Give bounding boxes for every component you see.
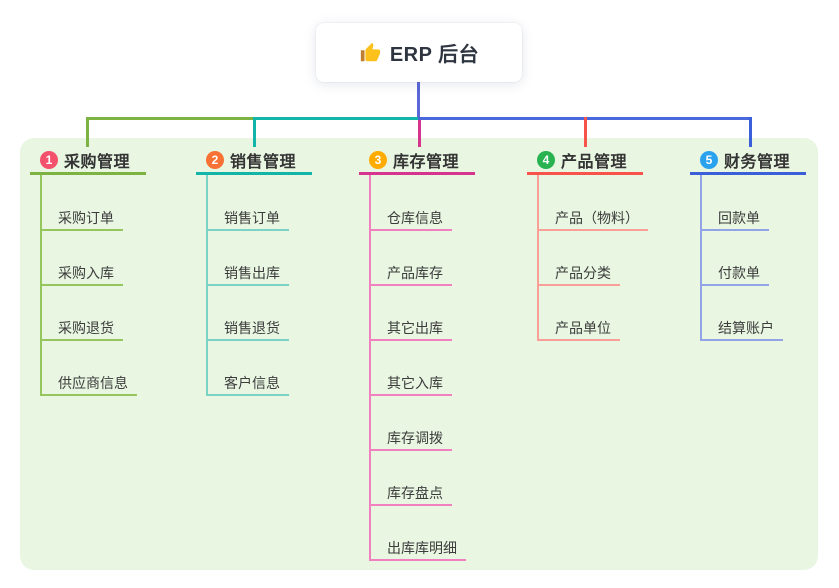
branch-2-child-node[interactable]: 销售订单 xyxy=(206,208,289,231)
branch-3-child-node[interactable]: 其它出库 xyxy=(369,318,452,341)
branch-1-child-node[interactable]: 采购订单 xyxy=(40,208,123,231)
branch-3-title-underline xyxy=(359,172,475,175)
branches-panel xyxy=(20,138,818,570)
branch-2-title[interactable]: 2 销售管理 xyxy=(206,150,297,171)
branch-3-child-node[interactable]: 库存盘点 xyxy=(369,483,452,506)
branch-4-title-underline xyxy=(527,172,643,175)
branch-3-child-node[interactable]: 其它入库 xyxy=(369,373,452,396)
branch-3-child-node[interactable]: 库存调拨 xyxy=(369,428,452,451)
trunk-segment-left xyxy=(86,117,253,120)
branch-4-child-node[interactable]: 产品单位 xyxy=(537,318,620,341)
branch-2-drop-connector xyxy=(253,117,256,147)
branch-1-child-node[interactable]: 采购入库 xyxy=(40,263,123,286)
branch-2-child-node[interactable]: 客户信息 xyxy=(206,373,289,396)
branch-1-title-underline xyxy=(30,172,146,175)
branch-4-title-label: 产品管理 xyxy=(561,154,628,171)
branch-4-children-connector xyxy=(537,175,539,341)
branch-5-number-badge: 5 xyxy=(700,151,718,169)
branch-5-title-underline xyxy=(690,172,806,175)
branch-5-title-label: 财务管理 xyxy=(724,154,791,171)
branch-3-child-node[interactable]: 仓库信息 xyxy=(369,208,452,231)
branch-5-child-node[interactable]: 付款单 xyxy=(700,263,769,286)
branch-1-number-badge: 1 xyxy=(40,151,58,169)
branch-5-child-node[interactable]: 结算账户 xyxy=(700,318,783,341)
branch-5-child-node[interactable]: 回款单 xyxy=(700,208,769,231)
branch-3-title-label: 库存管理 xyxy=(393,154,460,171)
thumbs-up-icon xyxy=(360,42,380,61)
branch-3-child-node[interactable]: 产品库存 xyxy=(369,263,452,286)
root-connector xyxy=(417,82,420,117)
branch-2-title-underline xyxy=(196,172,312,175)
root-node[interactable]: ERP 后台 xyxy=(316,23,522,82)
branch-4-drop-connector xyxy=(584,117,587,147)
branch-5-title[interactable]: 5 财务管理 xyxy=(700,150,791,171)
branch-2-title-label: 销售管理 xyxy=(230,154,297,171)
branch-3-child-node[interactable]: 出库库明细 xyxy=(369,538,466,561)
root-label: ERP 后台 xyxy=(389,44,480,66)
branch-5-children-connector xyxy=(700,175,702,341)
branch-1-child-node[interactable]: 采购退货 xyxy=(40,318,123,341)
branch-3-children-connector xyxy=(369,175,371,561)
branch-3-drop-connector xyxy=(418,120,421,147)
branch-3-number-badge: 3 xyxy=(369,151,387,169)
branch-2-number-badge: 2 xyxy=(206,151,224,169)
branch-1-title[interactable]: 1 采购管理 xyxy=(40,150,131,171)
branch-2-child-node[interactable]: 销售出库 xyxy=(206,263,289,286)
branch-2-child-node[interactable]: 销售退货 xyxy=(206,318,289,341)
branch-1-drop-connector xyxy=(86,117,89,147)
branch-1-title-label: 采购管理 xyxy=(64,154,131,171)
trunk-segment-mid xyxy=(253,117,418,120)
branch-5-drop-connector xyxy=(749,117,752,147)
branch-4-title[interactable]: 4 产品管理 xyxy=(537,150,628,171)
branch-4-child-node[interactable]: 产品分类 xyxy=(537,263,620,286)
branch-3-title[interactable]: 3 库存管理 xyxy=(369,150,460,171)
branch-4-number-badge: 4 xyxy=(537,151,555,169)
branch-1-child-node[interactable]: 供应商信息 xyxy=(40,373,137,396)
branch-4-child-node[interactable]: 产品（物料） xyxy=(537,208,648,231)
